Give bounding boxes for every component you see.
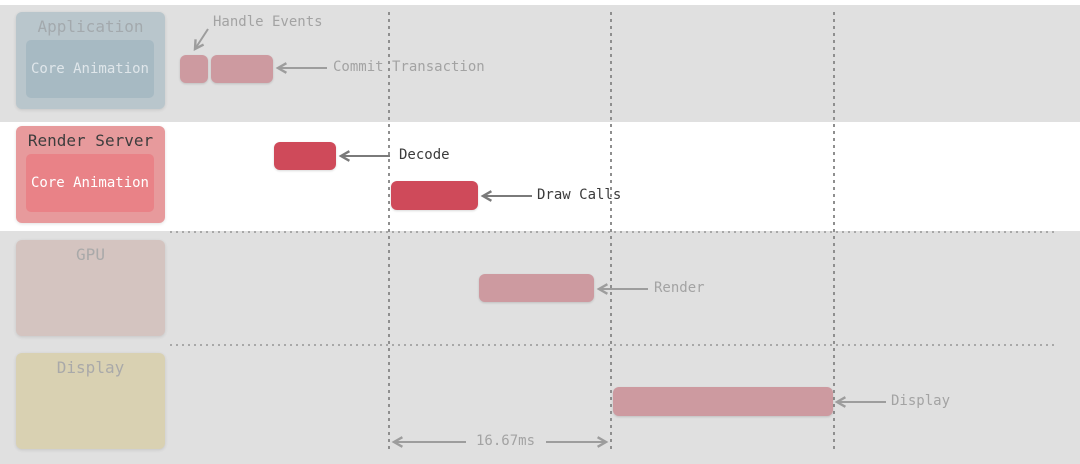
application-core-animation: Core Animation (26, 40, 154, 98)
application-lane-title: Application (37, 17, 144, 36)
render-server-core-animation: Core Animation (26, 154, 154, 212)
display-label: Display (891, 393, 951, 409)
display-lane: Display (16, 353, 165, 449)
handle-events-label: Handle Events (213, 14, 323, 30)
render-server-lane-title: Render Server (27, 131, 154, 150)
frame-interval-label: 16.67ms (476, 433, 536, 449)
draw-calls-label: Draw Calls (537, 187, 622, 203)
application-lane: Application Core Animation (16, 12, 165, 109)
handle-events-arrow (193, 28, 209, 52)
gpu-lane: GPU (16, 240, 165, 336)
decode-label: Decode (399, 147, 450, 163)
display-band (0, 345, 1080, 464)
display-block (613, 387, 833, 416)
commit-transaction-block (211, 55, 273, 83)
render-server-lane: Render Server Core Animation (16, 126, 165, 223)
handle-events-block (180, 55, 208, 83)
draw-calls-block (391, 181, 478, 210)
render-label: Render (654, 280, 705, 296)
render-server-band (0, 122, 1080, 231)
gpu-lane-title: GPU (76, 245, 105, 264)
decode-block (274, 142, 336, 170)
render-block (479, 274, 594, 302)
commit-transaction-label: Commit Transaction (333, 59, 485, 75)
display-lane-title: Display (56, 358, 125, 377)
